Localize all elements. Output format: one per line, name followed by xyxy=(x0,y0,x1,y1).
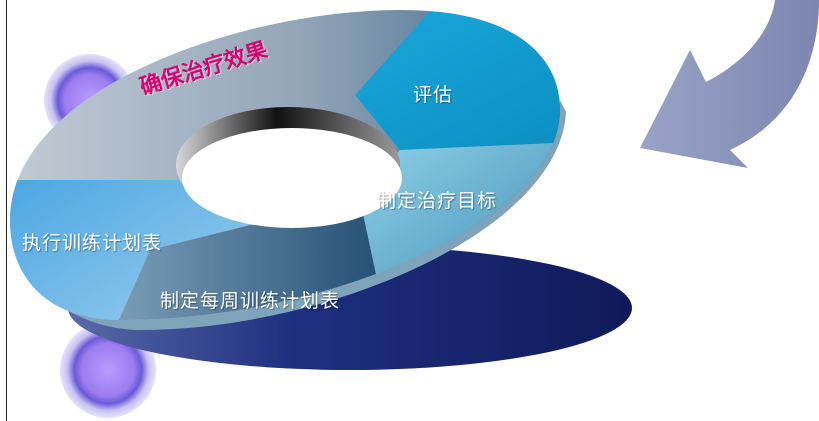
cycle-arrow-icon xyxy=(640,0,819,168)
ring-segment-execute xyxy=(10,180,250,320)
segment-label-set-goals: 制定治疗目标 xyxy=(377,190,498,212)
ring-hole-opening xyxy=(182,128,402,228)
segment-label-execute-plan: 执行训练计划表 xyxy=(22,232,163,254)
left-border-line xyxy=(6,0,7,421)
segment-label-weekly-plan: 制定每周训练计划表 xyxy=(160,290,341,312)
segment-label-assess: 评估 xyxy=(413,84,454,106)
